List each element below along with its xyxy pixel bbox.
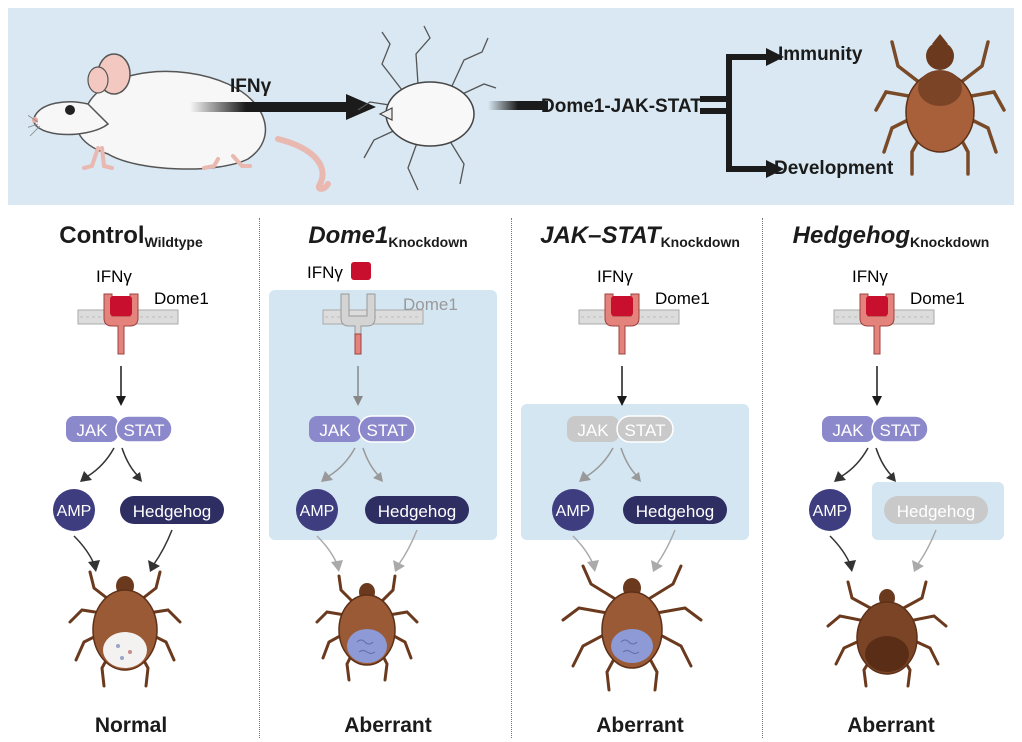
nymph-tick-illustration [68,570,182,688]
jak-stat-complex: JAK STAT [822,415,929,443]
outcome-label: Aberrant [847,714,935,737]
stat-text: STAT [880,421,921,440]
stat-text: STAT [367,421,408,440]
outcome-label: Aberrant [596,714,684,737]
dome1-receptor [859,293,895,355]
jak-text: JAK [76,421,108,440]
adult-tick-illustration [874,34,1006,176]
hedgehog-node [884,496,988,524]
column-title-main: JAK–STAT [540,222,661,249]
ifng-ligand [611,296,633,316]
hedgehog-text: Hedgehog [636,502,714,521]
amp-node [552,489,594,531]
column-divider [762,218,763,738]
pathway-diagram: IFNγ Dome1 JAK STAT AMP Hedgehog [809,267,988,688]
amp-text: AMP [813,503,848,520]
dome1-receptor [340,293,376,335]
ifng-text: IFNγ [597,267,633,286]
column-title-sub: Wildtype [144,234,203,250]
hedgehog-node [623,496,727,524]
dome1-receptor [604,293,640,355]
ifng-ligand [351,262,371,280]
column-title-main: Dome1 [308,222,389,249]
dome1-text: Dome1 [154,289,209,308]
amp-text: AMP [300,503,335,520]
column-title: HedgehogKnockdown [764,222,1018,250]
nymph-tick-illustration [826,580,948,688]
engorged-tick-illustration [357,25,497,191]
ifng-text: IFNγ [96,267,132,286]
dome1-receptor [103,293,139,355]
jak-stat-complex: JAK STAT [66,415,173,443]
amp-node [296,489,338,531]
pathway-arrow [488,101,548,110]
jak-text: JAK [577,421,609,440]
column-title: Dome1Knockdown [261,222,515,250]
amp-node [809,489,851,531]
branch-arrows [700,48,784,178]
hedgehog-text: Hedgehog [897,502,975,521]
outcome-label: Aberrant [344,714,432,737]
stat-text: STAT [124,421,165,440]
nymph-tick-illustration [561,564,703,692]
amp-text: AMP [57,503,92,520]
development-label: Development [774,158,894,179]
jak-text: JAK [832,421,864,440]
jak-stat-column: JAK–STATKnockdown IFNγ Dome1 JAK STAT AM… [513,210,767,742]
ifng-arrow [190,94,376,120]
column-divider [259,218,260,738]
outcome-label: Normal [94,714,168,737]
dome1-text: Dome1 [403,295,458,314]
jak-stat-complex: JAK STAT [309,415,416,443]
nymph-tick-illustration [315,574,419,682]
hedgehog-column: HedgehogKnockdown IFNγ Dome1 JAK STAT AM… [764,210,1018,742]
column-title: JAK–STATKnockdown [513,222,767,250]
hedgehog-text: Hedgehog [133,502,211,521]
hedgehog-node [365,496,469,524]
column-title-sub: Knockdown [660,234,740,250]
hedgehog-node [120,496,224,524]
column-title-main: Control [59,222,145,249]
column-divider [511,218,512,738]
column-title-sub: Knockdown [909,234,990,250]
stat-text: STAT [625,421,666,440]
pathway-label: Dome1-JAK-STAT [541,96,702,117]
mouse-illustration [28,53,331,192]
column-title: ControlWildtype [4,222,258,250]
ifng-text: IFNγ [852,267,888,286]
column-title-sub: Knockdown [388,234,468,250]
dome1-text: Dome1 [910,289,965,308]
jak-text: JAK [319,421,351,440]
ifng-label: IFNγ [230,76,272,97]
pathway-diagram: IFNγ Dome1 JAK STAT AMP Hedgehog [296,262,469,682]
hedgehog-text: Hedgehog [378,502,456,521]
jak-stat-complex: JAK STAT [567,415,674,443]
amp-node [53,489,95,531]
ifng-ligand [866,296,888,316]
amp-text: AMP [556,503,591,520]
ifng-ligand [110,296,132,316]
immunity-label: Immunity [778,44,863,65]
ifng-text: IFNγ [307,263,343,282]
dome1-column: Dome1Knockdown IFNγ Dome1 JAK STAT AMP H… [261,210,515,742]
pathway-diagram: IFNγ Dome1 JAK STAT AMP Hedgehog [53,267,224,688]
control-column: ControlWildtype IFNγ Dome1 JAK STAT AMP … [4,210,258,742]
column-title-main: Hedgehog [792,222,910,249]
dome1-text: Dome1 [655,289,710,308]
pathway-diagram: IFNγ Dome1 JAK STAT AMP Hedgehog [552,267,727,692]
